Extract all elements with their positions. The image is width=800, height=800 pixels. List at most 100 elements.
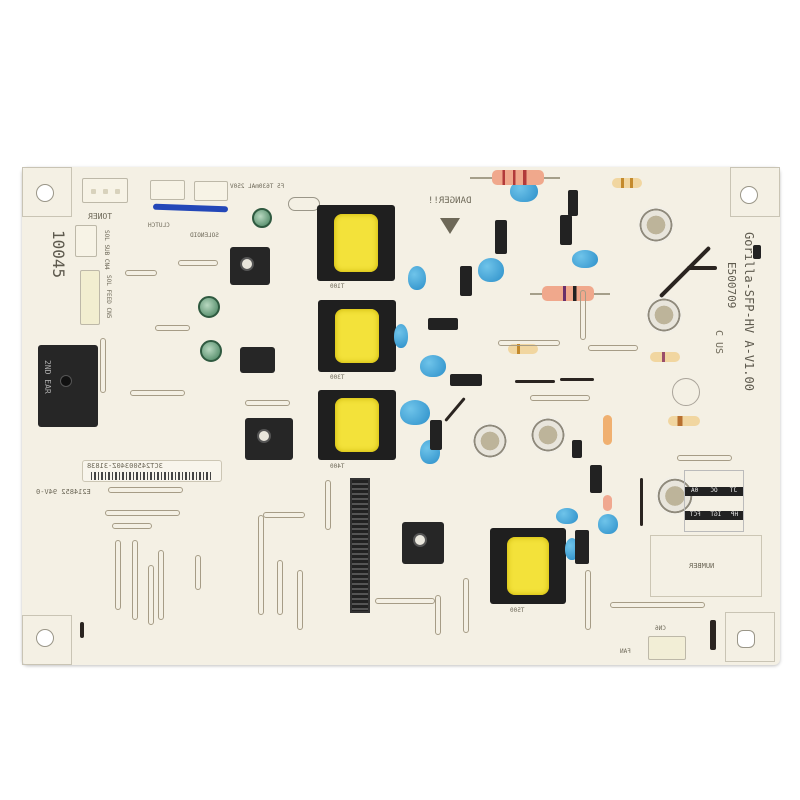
t500-label: T500 [510, 607, 525, 614]
jumper [677, 455, 732, 461]
barcode-text: 3CT24500340Z-31838 [87, 462, 163, 470]
jumper [263, 512, 305, 518]
corner-marking [22, 615, 72, 665]
jumper [297, 570, 303, 630]
jumper [435, 595, 441, 635]
diode-d307 [428, 318, 458, 330]
option-igt: IGT [710, 511, 722, 518]
jumper [258, 515, 264, 615]
ceramic-capacitor [408, 266, 426, 290]
jumper [245, 400, 290, 406]
option-row-2: HP IGT FCT [685, 511, 743, 520]
terminal-th4 [656, 476, 694, 516]
diode-d402 [450, 374, 482, 386]
transistor-q303 [230, 247, 270, 285]
transformer-t300 [318, 300, 396, 372]
pcb-marking: E214852 94V-0 [36, 488, 91, 496]
jumper [195, 555, 201, 590]
cn5-connector [80, 270, 100, 325]
ceramic-capacitor [598, 514, 618, 534]
silkscreen-line [687, 266, 717, 270]
toner-connector [82, 178, 128, 203]
resistor-r513 [603, 495, 612, 511]
jumper [115, 540, 121, 610]
jumper [130, 390, 185, 396]
jumper [463, 578, 469, 633]
diode-d303 [495, 220, 507, 254]
fan-connector [648, 636, 686, 660]
resistor-r331 [612, 178, 642, 188]
ground-mark [672, 378, 700, 406]
cn5-label: SOL FEED CN5 [105, 275, 112, 319]
jumper [498, 340, 560, 346]
diode-d403 [430, 420, 442, 450]
resistor-r415 [668, 416, 700, 426]
cn4-connector [75, 225, 97, 257]
jumper [158, 550, 164, 620]
jumper [132, 540, 138, 620]
transformer-t100 [317, 205, 395, 281]
diode-d302 [460, 266, 472, 296]
diode-d501 [590, 465, 602, 493]
corner-marking [22, 167, 72, 217]
terminal-th1 [638, 206, 674, 244]
jumper [105, 510, 180, 516]
jumper [580, 290, 586, 340]
silkscreen-line [515, 380, 555, 383]
transistor-q400 [245, 418, 293, 460]
clutch-connector [150, 180, 185, 200]
ceramic-capacitor [556, 508, 578, 524]
terminal-supply [472, 422, 508, 460]
micro-switch [38, 345, 98, 427]
number-box-label: NUMBER [689, 562, 715, 570]
mounting-hole [740, 186, 758, 204]
ceramic-capacitor [510, 180, 538, 202]
jumper [610, 602, 705, 608]
t100-label: T100 [330, 283, 345, 290]
t300-label: T300 [330, 374, 345, 381]
resistor-r413 [603, 415, 612, 445]
fan-label: FAN [620, 648, 631, 655]
resistor-r431 [508, 344, 538, 354]
option-0a: 0A [691, 487, 699, 494]
option-hp: HP [730, 511, 739, 518]
jumper [585, 570, 591, 630]
cn4-label: SOL SUB CN4 [103, 230, 110, 270]
silkscreen-line [560, 378, 594, 381]
diode-d512 [572, 440, 582, 458]
ribbon-connector [350, 478, 370, 613]
jumper [108, 487, 183, 493]
jumper [588, 345, 638, 351]
jumper [375, 598, 435, 604]
ul-file-number: E500709 [725, 262, 738, 309]
solenoid-label: SOLENOID [190, 232, 219, 239]
terminal-tr30 [530, 416, 566, 454]
jumper [530, 395, 590, 401]
diode-zd402 [753, 245, 761, 259]
barcode-label: 3CT24500340Z-31838 [82, 460, 222, 482]
mounting-hole [36, 629, 54, 647]
solenoid-connector [194, 181, 228, 201]
resistor-r440 [542, 286, 594, 301]
fuse [288, 197, 320, 211]
transformer-t400 [318, 390, 396, 460]
mounting-hole [737, 630, 755, 648]
jumper [125, 270, 157, 276]
corner-marking [725, 612, 775, 662]
transistor-q500 [402, 522, 444, 564]
diode-d304 [560, 215, 572, 245]
silkscreen-line [80, 622, 84, 638]
transistor-q600 [240, 347, 275, 373]
option-jt: JT [729, 487, 737, 494]
option-fct: FCT [689, 511, 701, 518]
jumper [100, 338, 106, 393]
corner-marking [730, 167, 780, 217]
mounting-hole [36, 184, 54, 202]
jumper [148, 565, 154, 625]
fuse-label: F5 T630mAL 250V [230, 183, 285, 190]
danger-warning: DANGER!! [428, 196, 472, 206]
resistor-r329 [492, 170, 544, 185]
switch-label: 2ND EAR [43, 360, 52, 394]
ceramic-capacitor [478, 258, 504, 282]
board-part-number: 10045 [49, 230, 68, 279]
